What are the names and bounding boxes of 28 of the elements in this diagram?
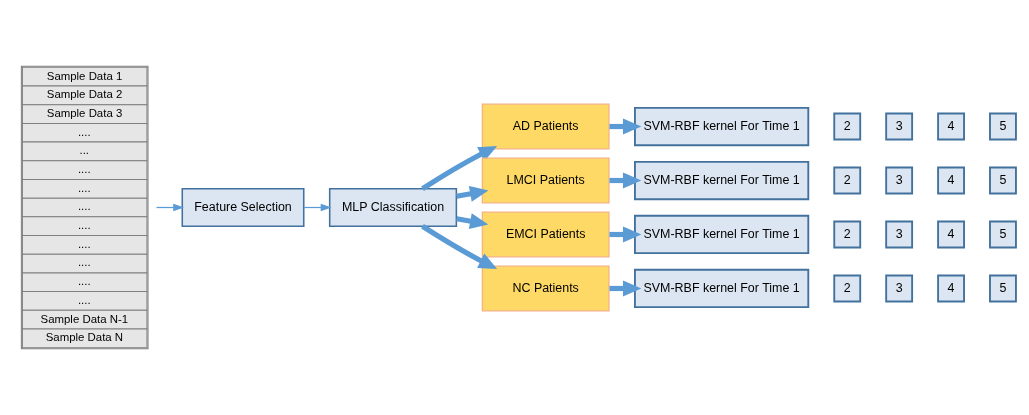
- node-box: 4: [937, 112, 965, 141]
- node-box: 3: [885, 274, 914, 303]
- node-box: SVM-RBF kernel For Time 1: [634, 160, 810, 201]
- node-box: 2: [833, 220, 862, 249]
- node-box: SVM-RBF kernel For Time 1: [634, 214, 810, 255]
- node-box: 5: [989, 274, 1017, 303]
- node-box: 4: [937, 166, 965, 195]
- node-box: 3: [885, 166, 914, 195]
- node-box: LMCI Patients: [481, 157, 610, 204]
- node-box: 3: [885, 112, 914, 141]
- node-box: SVM-RBF kernel For Time 1: [634, 268, 810, 309]
- node-box: EMCI Patients: [481, 211, 610, 258]
- node-box: 2: [833, 274, 862, 303]
- node-box: AD Patients: [481, 103, 610, 150]
- node-box: 5: [989, 166, 1017, 195]
- node-box: 5: [989, 112, 1017, 141]
- arrow: [421, 146, 498, 191]
- node-box: SVM-RBF kernel For Time 1: [634, 106, 810, 147]
- node-box: 2: [833, 112, 862, 141]
- node-box: 5: [989, 220, 1017, 249]
- node-box: 3: [885, 220, 914, 249]
- node-box: 4: [937, 274, 965, 303]
- node-box: 2: [833, 166, 862, 195]
- arrow: [421, 224, 498, 269]
- node-box: Feature Selection: [181, 188, 305, 227]
- node-box: MLP Classification: [328, 188, 458, 227]
- node-box: NC Patients: [481, 265, 610, 312]
- node-box: 4: [937, 220, 965, 249]
